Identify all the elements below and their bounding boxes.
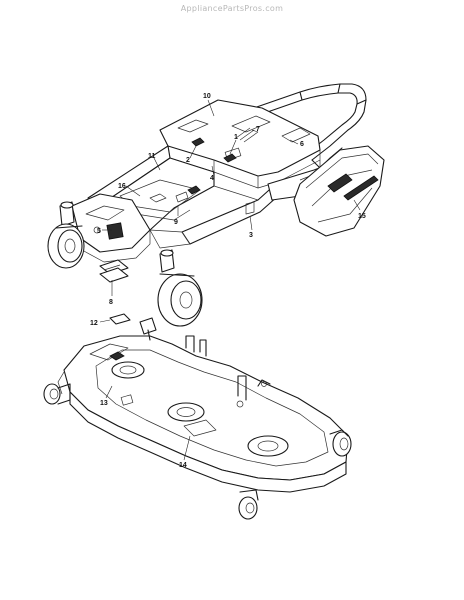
side-cover-part-15 <box>293 145 385 237</box>
callout-5: 5 <box>97 228 101 235</box>
mower-chassis <box>47 83 367 327</box>
callout-labels: 10 1 7 2 4 6 11 16 9 5 3 15 8 12 13 14 <box>90 93 366 469</box>
callout-11: 11 <box>148 153 156 160</box>
callout-10: 10 <box>203 93 211 100</box>
cutting-deck <box>43 317 352 520</box>
callout-8: 8 <box>109 299 113 306</box>
callout-6: 6 <box>300 141 304 148</box>
callout-16: 16 <box>118 183 126 190</box>
callout-2: 2 <box>186 157 190 164</box>
callout-12: 12 <box>90 320 98 327</box>
callout-9: 9 <box>174 219 178 226</box>
anti-scalp-wheel-right <box>329 429 352 457</box>
front-caster-right <box>157 249 203 327</box>
spindle-center <box>167 402 205 422</box>
callout-13: 13 <box>100 400 108 407</box>
watermark-text: AppliancePartsPros.com <box>180 4 284 13</box>
decal-14-area <box>183 419 217 437</box>
anti-scalp-wheel-left <box>43 383 71 405</box>
spindle-left <box>111 361 145 379</box>
leader-lines <box>99 99 361 461</box>
anti-scalp-wheel-mid <box>238 489 259 520</box>
decal-part-8 <box>99 259 129 283</box>
callout-15: 15 <box>358 213 366 220</box>
front-caster-left <box>47 201 85 269</box>
callout-1: 1 <box>234 134 238 141</box>
callout-4: 4 <box>210 175 214 182</box>
callout-14: 14 <box>179 462 187 469</box>
callout-3: 3 <box>249 232 253 239</box>
callout-7: 7 <box>256 126 260 133</box>
decal-part-12 <box>109 313 131 325</box>
spindle-right <box>247 435 289 457</box>
